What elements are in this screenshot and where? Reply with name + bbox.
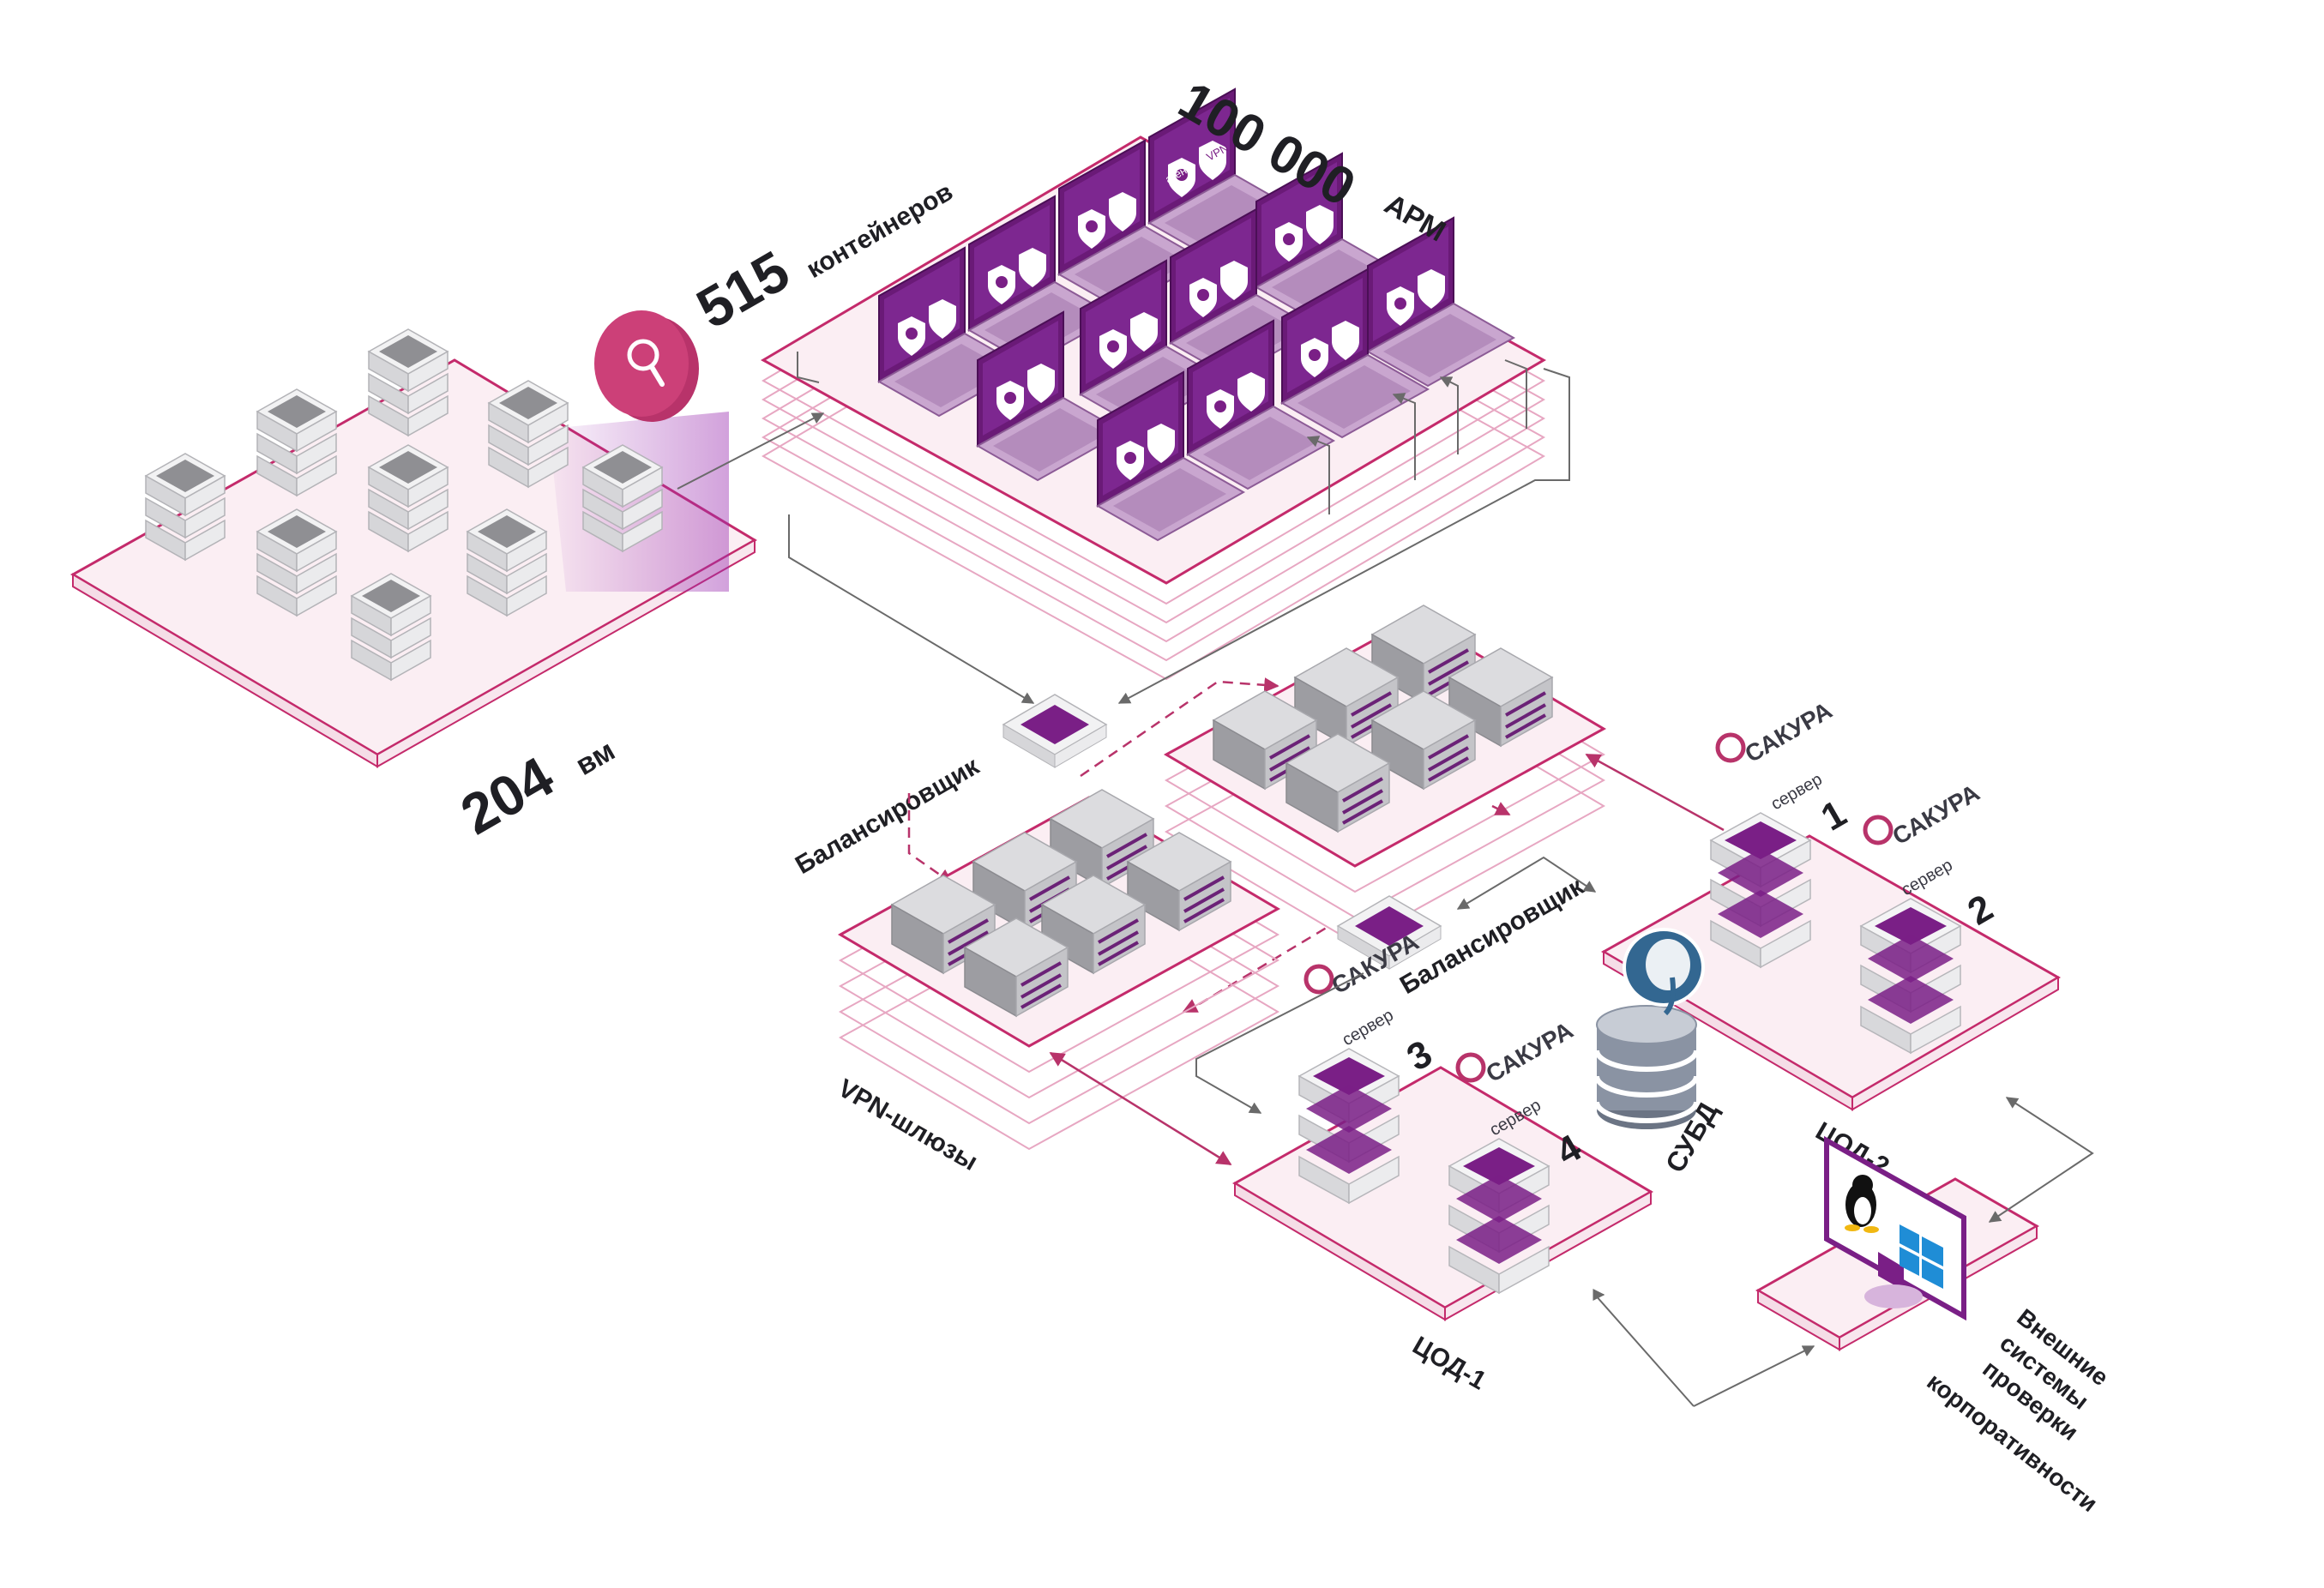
- svg-text:сервер: сервер: [1899, 856, 1956, 900]
- vm-count-label: 204 вм: [450, 734, 620, 846]
- svg-text:204: 204: [450, 744, 564, 846]
- database-icon[interactable]: [1594, 1005, 1699, 1129]
- windows-logo-icon: [1900, 1224, 1943, 1289]
- linux-penguin-icon: [1845, 1175, 1879, 1233]
- sakura-logo-icon: [1303, 964, 1334, 995]
- dc1-label: ЦОД-1: [1408, 1331, 1491, 1395]
- connection-arrows: [677, 352, 1570, 704]
- svg-text:сервер: сервер: [1340, 1006, 1397, 1050]
- magenta-arrows: [1049, 753, 1725, 1166]
- vpn-gateways-label: VPN-шлюзы: [834, 1074, 983, 1176]
- sakura-label-1: САКУРА сервер 1: [1715, 697, 1854, 839]
- external-systems-label: Внешние системы проверки корпоративности: [1922, 1303, 2113, 1517]
- svg-text:САКУРА: САКУРА: [1888, 779, 1984, 851]
- dc1-platform: [1231, 1066, 1654, 1321]
- svg-text:САКУРА: САКУРА: [1482, 1017, 1578, 1088]
- svg-text:1: 1: [1815, 792, 1854, 839]
- search-icon[interactable]: [594, 310, 699, 422]
- balancer-top-label: Балансировщик: [791, 751, 984, 880]
- highlight-glow: [549, 412, 729, 592]
- sakura-logo-icon: [1455, 1052, 1486, 1083]
- svg-text:вм: вм: [570, 734, 620, 782]
- svg-text:САКУРА: САКУРА: [1741, 697, 1837, 768]
- sakura-logo-icon: [1715, 732, 1746, 763]
- elephant-icon: [1623, 928, 1705, 1016]
- svg-text:515: 515: [686, 238, 799, 340]
- sakura-logo-icon: [1863, 815, 1894, 845]
- sakura-label-3: САКУРА сервер 3: [1303, 929, 1439, 1080]
- balancer-top[interactable]: [1002, 694, 1108, 768]
- balancer-mid[interactable]: [1336, 895, 1442, 970]
